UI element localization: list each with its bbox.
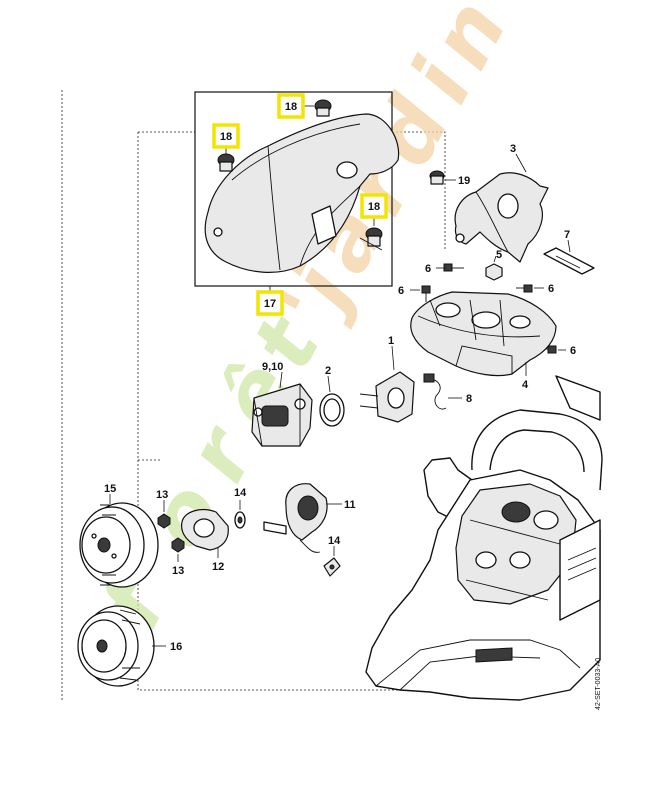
callout-18-left: 18: [212, 123, 240, 149]
intake-1: [359, 371, 415, 423]
svg-text:17: 17: [264, 298, 276, 310]
callout-1: 1: [388, 335, 394, 347]
carburetor-part: [251, 383, 313, 447]
callout-9-10: 9,10: [262, 361, 283, 373]
callout-4: 4: [522, 379, 529, 391]
callout-18-top: 18: [277, 93, 305, 119]
screw-6-b: [421, 285, 431, 302]
callout-6-c: 6: [548, 283, 554, 295]
svg-text:18: 18: [368, 201, 380, 213]
assembly-outline: [137, 131, 546, 691]
callout-7: 7: [564, 229, 570, 241]
ignition-part: [263, 483, 328, 553]
flywheel-16: [77, 605, 155, 687]
callout-3: 3: [510, 143, 516, 155]
screw-13-b: [171, 537, 185, 553]
callout-16: 16: [170, 641, 182, 653]
callout-14-a: 14: [234, 487, 247, 499]
screw-13-a: [157, 513, 171, 529]
cover-screw-right: [365, 227, 383, 247]
gasket-2: [319, 393, 345, 427]
callout-6-a: 6: [425, 263, 431, 275]
callout-17: 17: [256, 290, 284, 316]
callout-18-right: 18: [360, 193, 388, 219]
cable-8: [423, 373, 447, 410]
callout-13-b: 13: [172, 565, 184, 577]
callout-15: 15: [104, 483, 116, 495]
callout-8: 8: [466, 393, 472, 405]
baffle-part: [454, 172, 549, 263]
carrier-part: [410, 291, 557, 377]
callout-19: 19: [458, 175, 470, 187]
callout-2: 2: [325, 365, 331, 377]
rubber-plug-19: [429, 170, 445, 185]
callout-5: 5: [496, 249, 502, 261]
screw-6-a: [443, 263, 464, 272]
diagram-code: 42-SET-0033-A0: [595, 658, 602, 710]
top-cover-part: [204, 113, 400, 273]
cover-kit-box: [194, 91, 393, 287]
callout-6-b: 6: [398, 285, 404, 297]
nut-5: [485, 263, 503, 281]
flywheel-15: [79, 502, 159, 588]
callout-14-b: 14: [328, 535, 341, 547]
washer-14-a: [234, 511, 246, 529]
callout-12: 12: [212, 561, 224, 573]
callout-11: 11: [344, 499, 356, 511]
washer-14-b: [323, 557, 341, 577]
plate-7: [543, 247, 595, 275]
housing-12: [181, 509, 229, 551]
screw-6-c: [516, 284, 533, 293]
chainsaw-outline: [365, 375, 603, 701]
svg-text:18: 18: [285, 101, 297, 113]
cover-screw-top: [314, 99, 332, 117]
callout-13-a: 13: [156, 489, 168, 501]
svg-text:18: 18: [220, 131, 232, 143]
callout-6-d: 6: [570, 345, 576, 357]
cover-screw-left: [217, 153, 235, 172]
